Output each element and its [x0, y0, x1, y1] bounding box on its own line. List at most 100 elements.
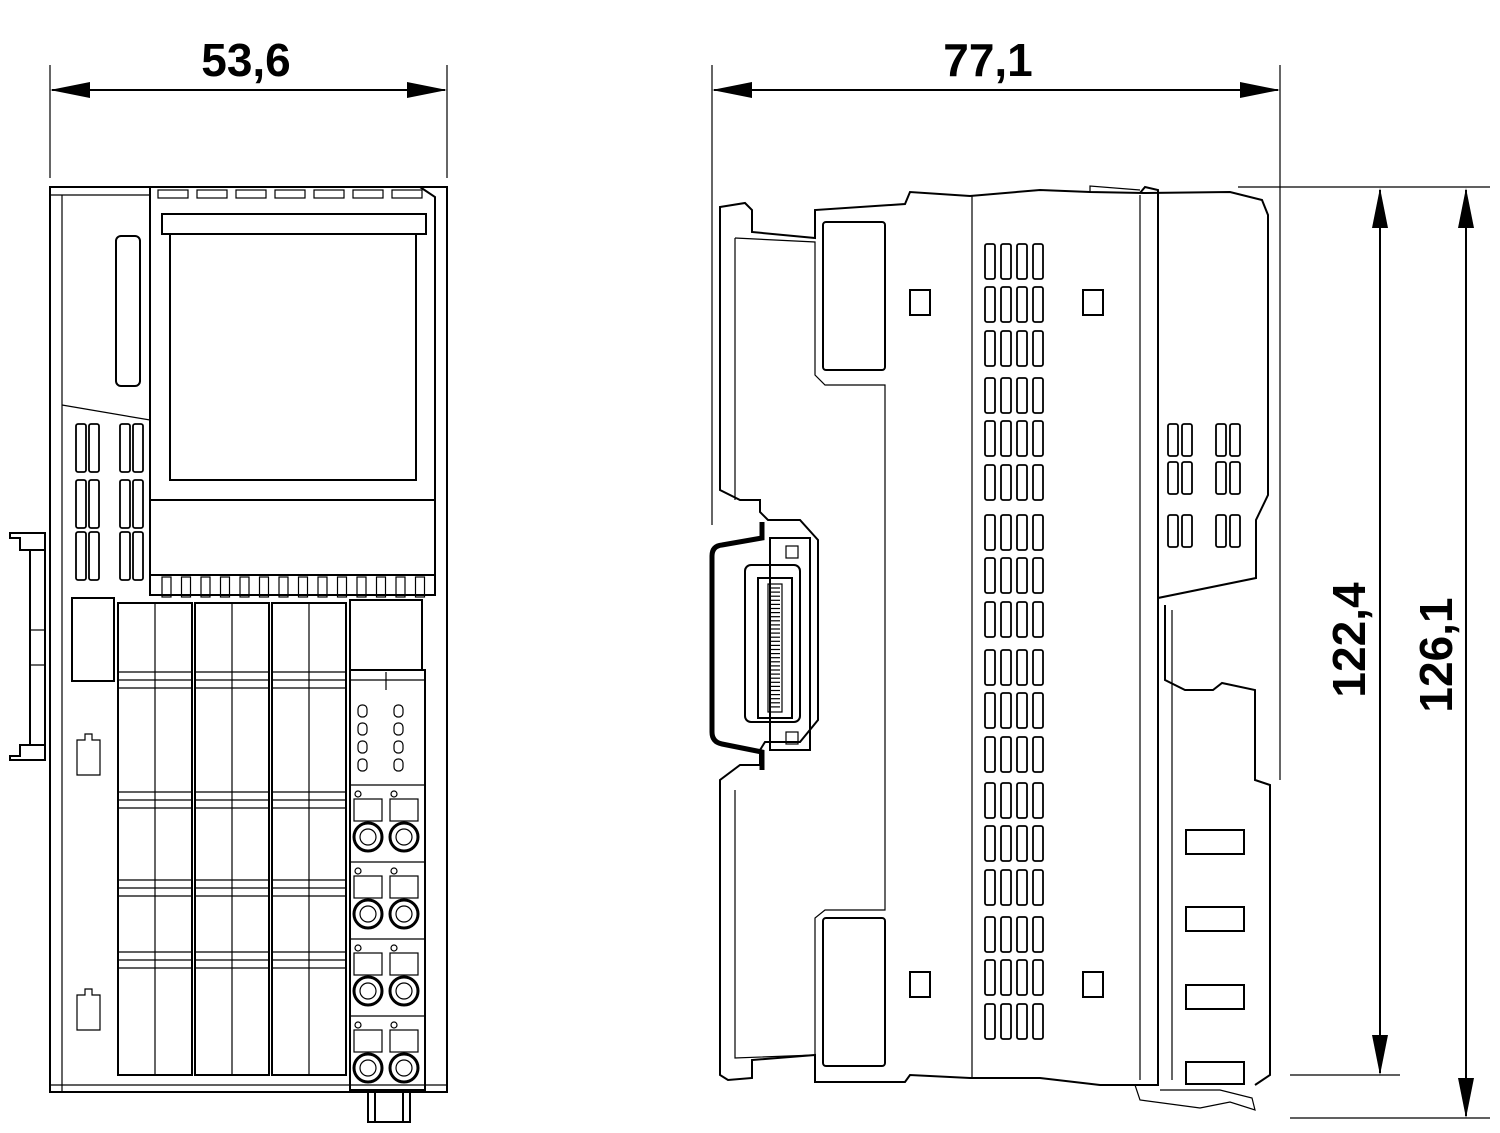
- vent-slot: [984, 692, 996, 729]
- vent-slot: [984, 916, 996, 953]
- vent-slot: [1032, 649, 1044, 686]
- led: [357, 704, 368, 718]
- vent-slot: [984, 825, 996, 862]
- vent-slot: [1032, 959, 1044, 996]
- vent-slot: [984, 420, 996, 457]
- screw-terminal: [388, 898, 420, 930]
- vent-slot: [88, 479, 100, 529]
- vent-tooth: [258, 576, 270, 598]
- vent-slot: [1016, 736, 1028, 773]
- terminal-plug-profile: [1134, 605, 1271, 1111]
- vent-slot: [1229, 423, 1241, 457]
- vent-tooth: [180, 576, 192, 598]
- vent-slot: [1016, 377, 1028, 414]
- vent-tooth: [219, 576, 231, 598]
- vent-slot: [1032, 692, 1044, 729]
- vent-tooth: [196, 189, 228, 199]
- vent-slot: [1016, 464, 1028, 501]
- vent-slot: [1016, 243, 1028, 280]
- vent-slot: [1016, 692, 1028, 729]
- led: [357, 740, 368, 754]
- vent-slot: [1016, 869, 1028, 906]
- screw-terminal: [352, 975, 384, 1007]
- label-strip: [115, 235, 141, 387]
- vent-slot: [88, 531, 100, 581]
- vent-slot: [1016, 601, 1028, 638]
- side-vent-slots: [75, 423, 144, 581]
- vent-slot: [1181, 461, 1193, 495]
- led: [357, 758, 368, 772]
- vent-slot: [1032, 1003, 1044, 1040]
- led: [393, 758, 404, 772]
- vent-slot: [1032, 377, 1044, 414]
- vent-tooth: [391, 189, 423, 199]
- screw-terminal: [352, 898, 384, 930]
- vent-slot: [119, 479, 131, 529]
- vent-slot: [984, 377, 996, 414]
- vent-slot: [1032, 736, 1044, 773]
- vent-slot: [984, 649, 996, 686]
- vent-slot: [1181, 423, 1193, 457]
- vent-slot: [132, 479, 144, 529]
- vent-slot: [1000, 782, 1012, 819]
- vent-slot: [1000, 869, 1012, 906]
- vent-slot: [1000, 514, 1012, 551]
- vent-slot: [984, 736, 996, 773]
- power-terminal-block: [349, 599, 426, 1123]
- vent-slot: [1000, 825, 1012, 862]
- vent-tooth: [317, 576, 328, 598]
- vent-slot: [88, 423, 100, 473]
- vent-tooth: [297, 576, 309, 598]
- vent-slot: [1016, 916, 1028, 953]
- latch-windows: [909, 289, 1104, 998]
- vent-slot: [1032, 916, 1044, 953]
- vent-slot: [984, 330, 996, 367]
- latch-symbols: [76, 733, 101, 1031]
- display-window: [149, 186, 436, 596]
- vent-tooth: [352, 189, 384, 199]
- vent-slot: [1000, 420, 1012, 457]
- screw-terminals: [350, 784, 425, 1084]
- vent-slot: [1000, 959, 1012, 996]
- vent-tooth: [356, 576, 367, 598]
- terminal-modules: [117, 602, 347, 1076]
- vent-tooth: [278, 576, 289, 598]
- vent-slot: [1000, 649, 1012, 686]
- dimension-side-depth: 77,1: [711, 34, 1281, 780]
- din-rail: [709, 522, 765, 770]
- vent-slot: [1032, 869, 1044, 906]
- vent-slot: [984, 464, 996, 501]
- led-indicators: [357, 704, 404, 772]
- vent-slot: [132, 423, 144, 473]
- vent-slot: [132, 531, 144, 581]
- vent-slot: [1000, 557, 1012, 594]
- vent-slot: [1167, 423, 1179, 457]
- vent-slot: [984, 782, 996, 819]
- vent-slot: [984, 869, 996, 906]
- vent-tooth: [395, 576, 406, 598]
- screw-terminal: [388, 975, 420, 1007]
- vent-slot: [1032, 420, 1044, 457]
- vent-tooth: [161, 576, 172, 598]
- vent-tooth: [235, 189, 267, 199]
- vent-slot: [1167, 514, 1179, 548]
- screw-terminal: [352, 1052, 384, 1084]
- vent-slot: [1016, 825, 1028, 862]
- vent-slot: [1181, 514, 1193, 548]
- vent-slot: [1032, 243, 1044, 280]
- vent-slot: [75, 479, 87, 529]
- vent-slot: [1016, 782, 1028, 819]
- vent-slot: [1000, 464, 1012, 501]
- vent-slot: [1215, 423, 1227, 457]
- vent-tooth: [375, 576, 387, 598]
- vent-slot: [1000, 692, 1012, 729]
- vent-slot: [1016, 420, 1028, 457]
- vent-slot: [119, 531, 131, 581]
- vent-slot: [1032, 825, 1044, 862]
- vent-slot: [1000, 330, 1012, 367]
- vent-slot: [1032, 330, 1044, 367]
- screw-terminal: [352, 821, 384, 853]
- vent-tooth: [313, 189, 345, 199]
- vent-slot: [984, 286, 996, 323]
